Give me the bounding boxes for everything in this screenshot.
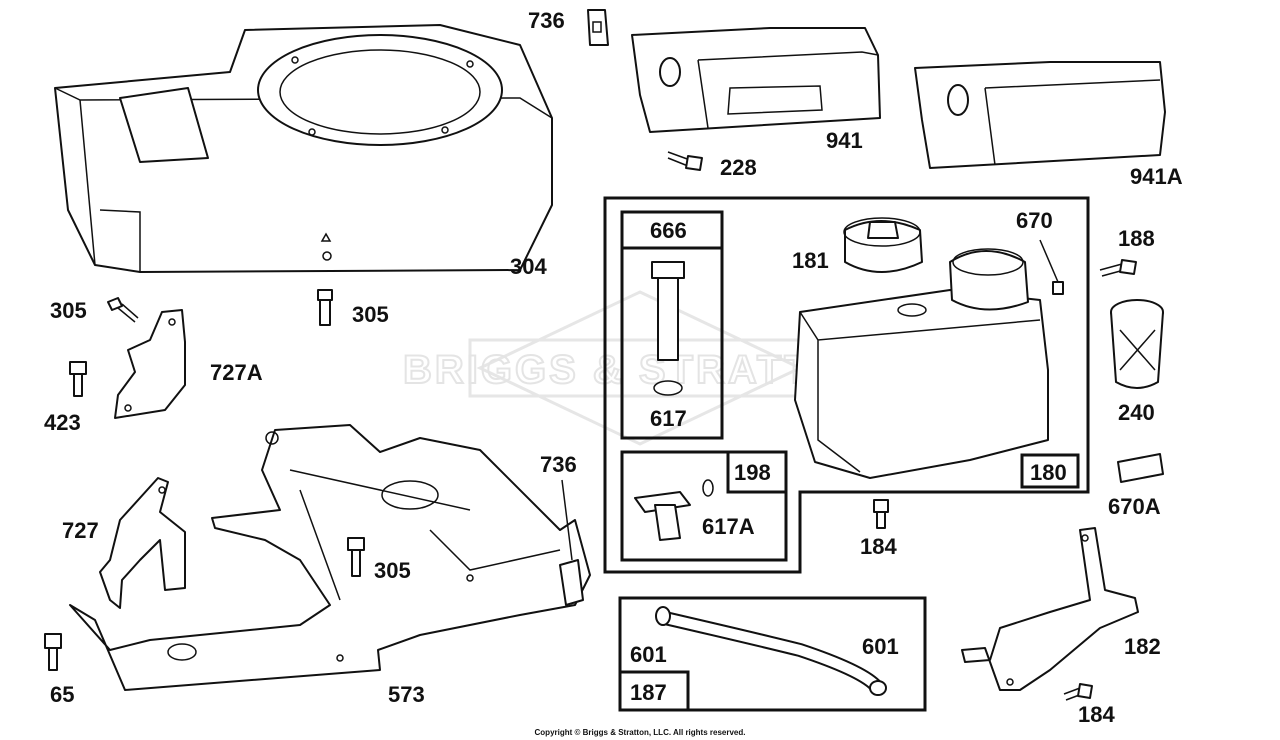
callout-188: 188 [1118,226,1155,251]
blower-housing-part [54,24,553,273]
callout-305-b: 305 [352,302,389,327]
callout-617a: 617A [702,514,755,539]
callout-240: 240 [1118,400,1155,425]
bolt-188 [1099,259,1137,277]
shutoff-valve-part [634,479,714,541]
fuel-line-box-187 [618,596,927,712]
shield-727a-part [114,309,186,419]
air-guide-plate-part [69,424,591,691]
fuel-line-part [655,606,887,696]
callout-736-top: 736 [528,8,565,33]
callout-198: 198 [734,460,771,485]
callout-181: 181 [792,248,829,273]
leader-736 [561,479,573,561]
pad-670a-part [1117,453,1164,483]
bolt-305-c [347,537,365,577]
callout-304: 304 [510,254,547,279]
bolt-65 [44,633,62,671]
callout-727: 727 [62,518,99,543]
callout-941: 941 [826,128,863,153]
fuel-cap-part [843,217,923,273]
callout-573: 573 [388,682,425,707]
cover-941-part [631,27,881,133]
callout-666: 666 [650,218,687,243]
callout-184-b: 184 [1078,702,1115,727]
fuel-tank-group-box [603,196,1090,574]
bolt-423 [69,361,87,397]
copyright-text: Copyright © Briggs & Stratton, LLC. All … [535,728,746,737]
filter-240-part [1110,299,1164,389]
fuel-filter-box-666 [620,210,724,440]
callout-182: 182 [1124,634,1161,659]
callout-65: 65 [50,682,74,707]
callout-736-mid: 736 [540,452,577,477]
callout-305-a: 305 [50,298,87,323]
vent-clip-670 [1039,239,1064,295]
cover-941a-part [914,61,1166,169]
bolt-184-b [1063,683,1093,701]
shutoff-valve-box-198 [620,450,788,562]
callout-box-180 [1020,453,1080,489]
callout-617: 617 [650,406,687,431]
callout-727a: 727A [210,360,263,385]
callout-228: 228 [720,155,757,180]
tank-bracket-182-part [961,527,1139,691]
bolt-305-b [317,289,333,326]
callout-423: 423 [44,410,81,435]
clip-736-top [587,9,609,46]
shield-727-part [99,477,186,609]
callout-180: 180 [1030,460,1067,485]
fuel-screen-part [651,261,685,396]
callout-187: 187 [630,680,667,705]
callout-601-a: 601 [630,642,667,667]
fuel-tank-part [794,248,1049,479]
callout-601-b: 601 [862,634,899,659]
callout-305-c: 305 [374,558,411,583]
bolt-228 [667,151,703,171]
callout-670a: 670A [1108,494,1161,519]
callout-670: 670 [1016,208,1053,233]
bolt-305-a [107,297,139,323]
bolt-184-a [873,499,889,529]
callout-941a: 941A [1130,164,1183,189]
callout-184-a: 184 [860,534,897,559]
